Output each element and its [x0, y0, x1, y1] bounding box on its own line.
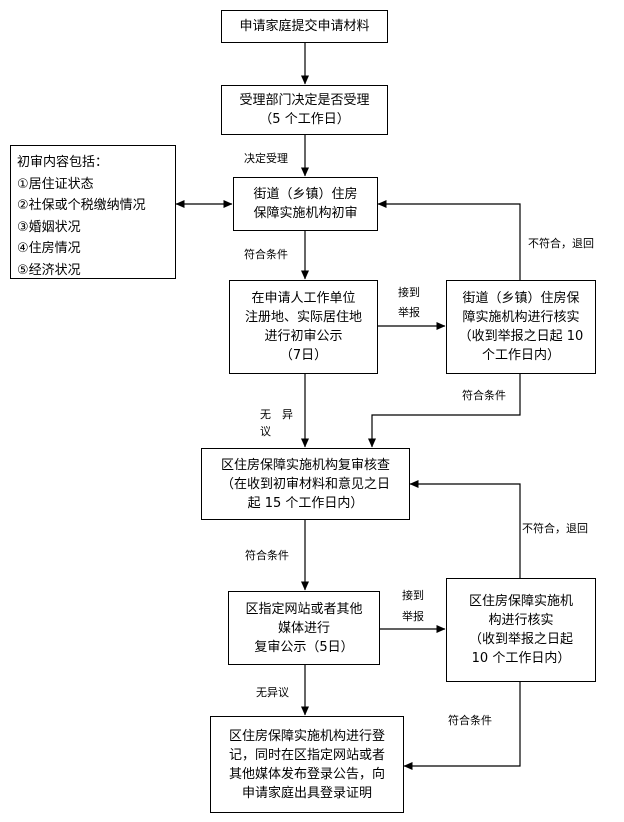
- arrow-verify2-to-register: [403, 682, 521, 770]
- label-no-objection-1b: 议: [260, 425, 271, 438]
- arrow-verify-back-to-street: [377, 200, 521, 280]
- street-verify-box: 街道（乡镇）住房保障实施机构进行核实 （收到举报之日起 10 个工作日内）: [446, 280, 596, 374]
- label-qualified-4: 符合条件: [448, 714, 492, 727]
- label-not-qualified-2: 不符合，退回: [522, 522, 588, 535]
- review-criteria-line: ①居住证状态: [17, 176, 94, 192]
- review-criteria-line: 初审内容包括：: [17, 155, 109, 170]
- street-review-line: 街道（乡镇）住房: [253, 187, 358, 202]
- second-notice-line: 区指定网站或者其他: [245, 601, 363, 617]
- district-verify-line: 区住房保障实施机: [468, 594, 573, 609]
- street-review-line: 保障实施机构初审: [253, 206, 358, 221]
- register-line: 其他媒体发布登录公告，向: [228, 766, 385, 782]
- arrow-verify2-back-to-district: [409, 480, 521, 578]
- accept-decision-line: 受理部门决定是否受理: [239, 93, 370, 108]
- district-review-line: 起 15 个工作日内）: [247, 495, 364, 511]
- district-review-line: （在收到初审材料和意见之日: [220, 476, 390, 492]
- first-notice-line: 在申请人工作单位: [251, 291, 356, 306]
- street-verify-line: （收到举报之日起 10: [458, 329, 584, 344]
- street-verify-line: 街道（乡镇）住房保: [462, 291, 580, 306]
- register-box: 区住房保障实施机构进行登记，同时在区指定网站或者其他媒体发布登录公告，向申请家庭…: [210, 716, 404, 813]
- first-notice-box: 在申请人工作单位注册地、实际居住地进行初审公示 （7日）: [229, 280, 378, 374]
- second-notice-box: 区指定网站或者其他媒体进行复审公示（5日）: [228, 591, 380, 665]
- district-verify-line: （收到举报之日起: [468, 632, 573, 647]
- review-criteria-line: ⑤经济状况: [17, 262, 81, 278]
- first-notice-line: 进行初审公示: [264, 329, 343, 344]
- district-verify-line: 构进行核实: [488, 613, 554, 628]
- second-notice-line: 媒体进行: [277, 620, 330, 636]
- label-qualified-3: 符合条件: [245, 549, 289, 562]
- label-report-2a: 接到: [402, 589, 424, 602]
- review-criteria-box: 初审内容包括： ①居住证状态 ②社保或个税缴纳情况 ③婚姻状况 ④住房情况 ⑤经济状况: [10, 145, 176, 279]
- register-line: 区住房保障实施机构进行登: [228, 728, 385, 744]
- label-not-qualified-1: 不符合，退回: [528, 237, 594, 250]
- accept-decision-box: 受理部门决定是否受理 （5 个工作日）: [221, 85, 388, 135]
- label-no-objection-2: 无异议: [256, 686, 289, 699]
- district-verify-box: 区住房保障实施机构进行核实 （收到举报之日起 10 个工作日内）: [446, 578, 596, 682]
- first-notice-line: （7日）: [279, 348, 328, 363]
- review-criteria-line: ②社保或个税缴纳情况: [17, 198, 146, 213]
- arrow-verify-to-district: [368, 374, 521, 448]
- label-qualified-1: 符合条件: [244, 248, 288, 261]
- label-report-2b: 举报: [402, 610, 424, 623]
- district-review-line: 区住房保障实施机构复审核查: [220, 457, 390, 473]
- district-review-box: 区住房保障实施机构复审核查 （在收到初审材料和意见之日起 15 个工作日内）: [201, 448, 410, 520]
- second-notice-line: 复审公示（5日）: [254, 639, 354, 655]
- review-criteria-line: ③婚姻状况: [17, 219, 81, 235]
- register-line: 记，同时在区指定网站或者: [228, 747, 385, 763]
- street-verify-line: 障实施机构进行核实: [462, 310, 580, 325]
- register-line: 申请家庭出具登录证明: [241, 785, 372, 801]
- accept-decision-line: （5 个工作日）: [259, 112, 350, 127]
- label-no-objection-1a: 无 异: [260, 408, 293, 421]
- review-criteria-line: ④住房情况: [17, 241, 81, 256]
- first-notice-line: 注册地、实际居住地: [244, 310, 362, 325]
- district-verify-line: 10 个工作日内）: [471, 651, 571, 666]
- street-verify-line: 个工作日内）: [481, 348, 560, 363]
- street-review-box: 街道（乡镇）住房保障实施机构初审: [233, 177, 378, 231]
- label-report-1a: 接到: [398, 286, 420, 299]
- label-accepted: 决定受理: [244, 152, 288, 165]
- label-report-1b: 举报: [398, 306, 420, 319]
- submit-materials-box: 申请家庭提交申请材料: [221, 10, 388, 43]
- label-qualified-2: 符合条件: [462, 389, 506, 402]
- submit-materials-line: 申请家庭提交申请材料: [239, 19, 370, 34]
